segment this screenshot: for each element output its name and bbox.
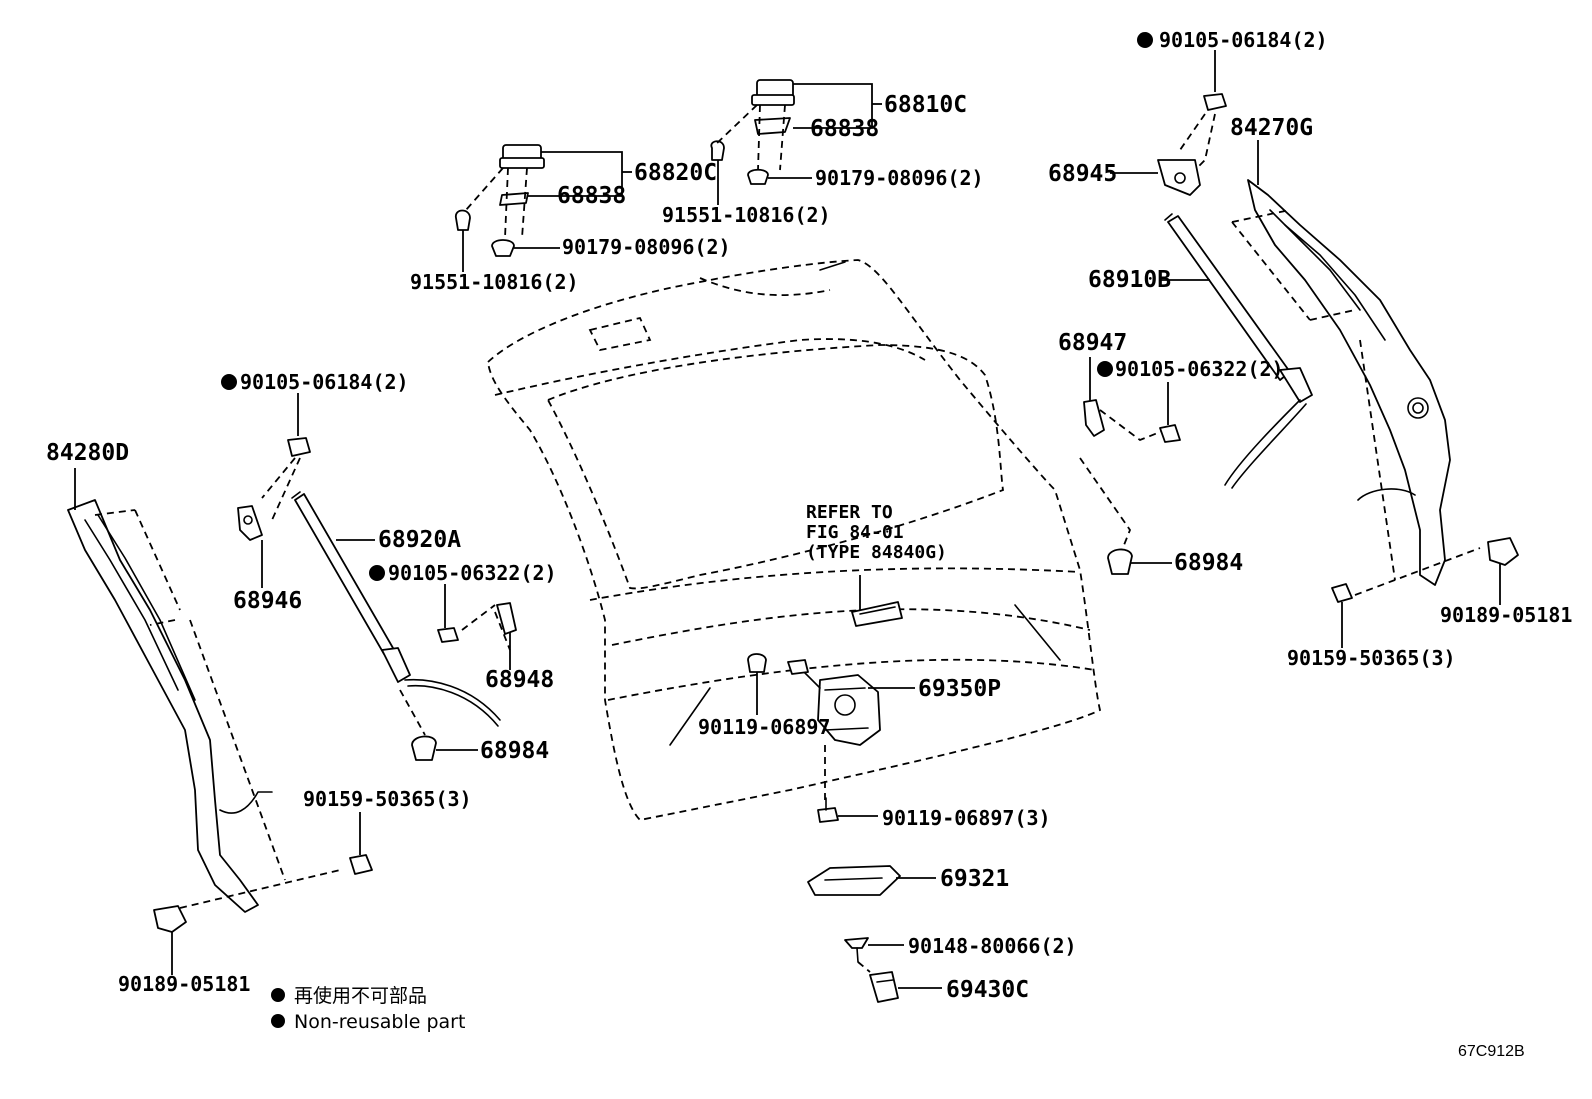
- bolt-90119-06897-3: [817, 797, 878, 823]
- label-68910B: 68910B: [1088, 267, 1171, 293]
- label-91551-10816-left: 91551-10816(2): [410, 270, 579, 294]
- legend-bullet-jp: [271, 988, 285, 1002]
- cushion-68984-left: [411, 735, 478, 761]
- label-90119-06897: 90119-06897: [698, 715, 830, 739]
- back-door-panel: [487, 259, 1102, 821]
- label-68920A: 68920A: [378, 527, 461, 553]
- label-68838-top: 68838: [810, 116, 879, 142]
- label-68948: 68948: [485, 667, 554, 693]
- clip-69430C: [869, 971, 942, 1003]
- hinge-68820C: [455, 144, 632, 272]
- lock-assembly-69350P: [747, 653, 915, 800]
- label-90148-80066: 90148-80066(2): [908, 934, 1077, 958]
- part-labels: 90105-06184(2) 84270G 68810C 68838 90179…: [46, 28, 1572, 1003]
- label-68984-left: 68984: [480, 738, 549, 764]
- stay-68920A: [291, 491, 501, 736]
- label-68838-left: 68838: [557, 183, 626, 209]
- legend: 再使用不可部品 Non-reusable part: [271, 985, 465, 1033]
- bolt-90105-06322-left: [369, 565, 496, 643]
- clip-90159-50365-right: [1331, 583, 1353, 648]
- label-90105-06184-left: 90105-06184(2): [240, 370, 409, 394]
- clip-90189-05181-left: [153, 905, 187, 975]
- screw-90148-80066: [844, 937, 904, 973]
- clip-90105-06184-left: [221, 374, 311, 521]
- bracket-68946: [237, 505, 263, 588]
- diagram-code: 67C912B: [1458, 1043, 1525, 1060]
- label-84270G: 84270G: [1230, 115, 1313, 141]
- label-90189-05181-left: 90189-05181: [118, 972, 250, 996]
- bracket-68947: [1079, 357, 1181, 556]
- handle-switch: [851, 575, 903, 627]
- label-68820C: 68820C: [634, 160, 717, 186]
- label-68945: 68945: [1048, 161, 1117, 187]
- label-68947: 68947: [1058, 330, 1127, 356]
- bracket-68948: [494, 602, 517, 670]
- label-68810C: 68810C: [884, 92, 967, 118]
- label-68946: 68946: [233, 588, 302, 614]
- cover-69321: [807, 865, 936, 896]
- label-84280D: 84280D: [46, 440, 129, 466]
- label-90189-05181-right: 90189-05181: [1440, 603, 1572, 627]
- refer-line-2: FIG 84-01: [806, 522, 904, 543]
- refer-note: REFER TO FIG 84-01 (TYPE 84840G): [806, 502, 947, 563]
- cushion-68984-right: [1107, 548, 1172, 575]
- stay-68910B: [1160, 213, 1313, 489]
- label-90159-50365-left: 90159-50365(3): [303, 787, 472, 811]
- refer-line-3: (TYPE 84840G): [806, 542, 947, 563]
- clip-90189-05181-right: [1487, 537, 1519, 605]
- clip-90105-06184-right: [1137, 32, 1227, 111]
- legend-en: Non-reusable part: [294, 1011, 465, 1033]
- label-69430C: 69430C: [946, 977, 1029, 1003]
- garnish-84280D: [67, 468, 341, 913]
- legend-jp: 再使用不可部品: [294, 985, 427, 1007]
- label-90179-08096-top: 90179-08096(2): [815, 166, 984, 190]
- label-90105-06322-left: 90105-06322(2): [388, 561, 557, 585]
- label-90179-08096-left: 90179-08096(2): [562, 235, 731, 259]
- label-91551-10816-top: 91551-10816(2): [662, 203, 831, 227]
- garnish-84270G: [1231, 140, 1481, 596]
- refer-line-1: REFER TO: [806, 502, 893, 523]
- hinge-68810C: [710, 79, 882, 205]
- label-69321: 69321: [940, 866, 1009, 892]
- bracket-68945: [1110, 113, 1216, 196]
- label-90119-06897-3: 90119-06897(3): [882, 806, 1051, 830]
- legend-bullet-en: [271, 1014, 285, 1028]
- label-68984-right: 68984: [1174, 550, 1243, 576]
- label-90105-06184-top: 90105-06184(2): [1159, 28, 1328, 52]
- clip-90159-50365-left: [349, 812, 373, 875]
- label-69350P: 69350P: [918, 676, 1001, 702]
- label-90105-06322-right: 90105-06322(2): [1115, 357, 1284, 381]
- label-90159-50365-right: 90159-50365(3): [1287, 646, 1456, 670]
